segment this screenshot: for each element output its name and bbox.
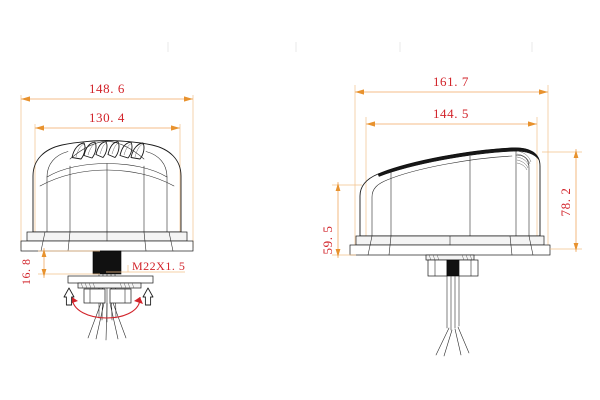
cable-bundle-front <box>87 302 127 341</box>
thread-callout: M22X1. 5 <box>106 259 185 273</box>
hex-nut-front <box>83 288 132 304</box>
sheet-tick-marks <box>167 42 533 52</box>
lock-washer-side <box>425 254 475 261</box>
dimension-value-overall-length: 161. 7 <box>433 74 469 89</box>
base-flange-front <box>20 231 194 252</box>
dimension-overall-width: 148. 6 <box>21 81 193 102</box>
rear-vent-ribs-side <box>516 150 532 171</box>
mounting-assembly-side <box>425 254 479 357</box>
thread-spec-label: M22X1. 5 <box>132 259 185 273</box>
dimension-value-body-width: 130. 4 <box>89 110 125 125</box>
dim-ext-lines-body-width <box>34 124 181 248</box>
hex-nut-side <box>427 259 479 277</box>
lock-washer <box>77 282 142 289</box>
dimension-value-overall-width: 148. 6 <box>89 81 125 96</box>
vent-ribs-front <box>69 141 145 160</box>
dimension-stud-length: 16. 8 <box>19 248 100 285</box>
dimension-body-width: 130. 4 <box>35 110 180 131</box>
dim-ext-lines-overall-length <box>354 85 549 250</box>
crown-band-side <box>377 147 540 177</box>
dim-ext-lines-body-length <box>365 117 538 250</box>
threaded-stud <box>92 250 122 275</box>
dimension-value-stud-length: 16. 8 <box>19 259 33 286</box>
dimension-body-height-rear: 78. 2 <box>542 149 582 252</box>
insertion-arrow-right <box>142 287 154 306</box>
side-elevation-view: 161. 7 144. 5 <box>320 74 582 357</box>
rotation-arc-icon <box>69 296 143 319</box>
mounting-plate <box>67 275 154 284</box>
cable-bundle-side <box>435 275 470 357</box>
mounting-assembly-front <box>67 250 154 341</box>
dimension-body-height-front: 59. 5 <box>320 182 362 258</box>
dimension-overall-length: 161. 7 <box>355 74 548 95</box>
dimension-value-body-height-rear: 78. 2 <box>558 188 573 217</box>
base-flange-side <box>349 235 551 256</box>
antenna-body-front <box>20 140 194 252</box>
dimension-body-length: 144. 5 <box>366 106 537 127</box>
front-elevation-view: 148. 6 130. 4 <box>19 81 194 341</box>
insertion-arrow-left <box>63 287 75 306</box>
antenna-body-side <box>349 147 551 256</box>
dimension-value-body-length: 144. 5 <box>433 106 469 121</box>
dim-ext-lines-overall-width <box>20 95 194 248</box>
dimension-value-body-height-front: 59. 5 <box>320 226 335 255</box>
